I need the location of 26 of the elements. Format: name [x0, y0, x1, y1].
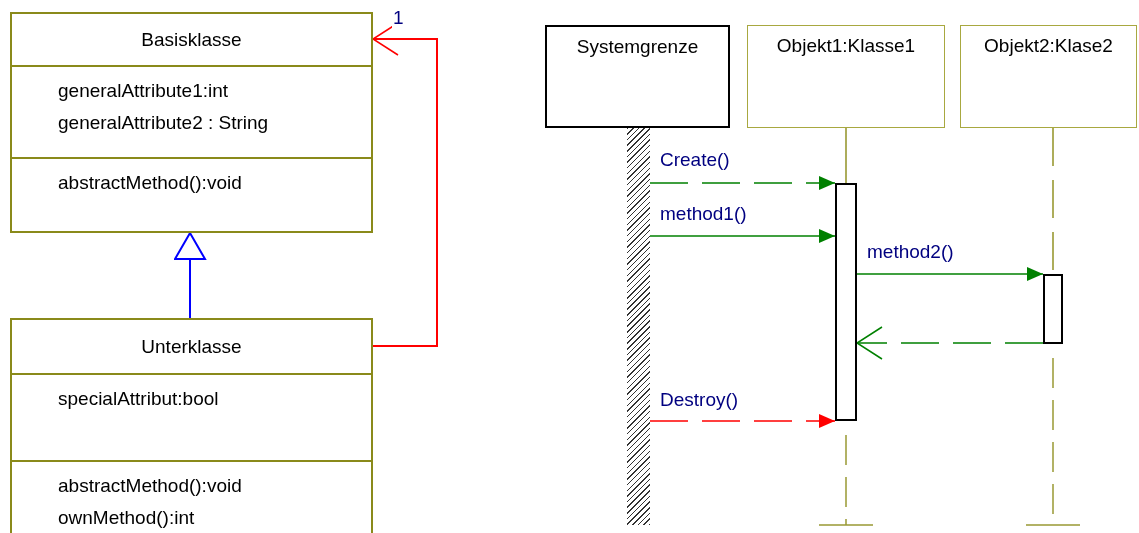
- class-box: [10, 318, 373, 533]
- activation-bar: [835, 183, 857, 421]
- method-text: abstractMethod():void: [58, 474, 242, 498]
- object-box: [960, 25, 1137, 128]
- attribute-text: specialAttribut:bool: [58, 387, 219, 411]
- message-arrow: [649, 176, 836, 190]
- class-name: Unterklasse: [141, 334, 242, 359]
- object-box: [545, 25, 730, 128]
- method-text: ownMethod():int: [58, 506, 195, 530]
- message-arrow: [649, 229, 836, 243]
- class-name: Basisklasse: [141, 27, 242, 52]
- object-name: Objekt2:Klase2: [984, 34, 1113, 58]
- message-arrow: [856, 267, 1044, 281]
- message-arrow: [649, 414, 836, 428]
- class-box: [10, 12, 373, 233]
- method-text: abstractMethod():void: [58, 171, 242, 195]
- system-boundary-bar: [627, 128, 650, 525]
- activation-bar: [1043, 274, 1063, 344]
- object-name: Objekt1:Klasse1: [776, 34, 916, 58]
- attribute-text: generalAttribute1:int: [58, 79, 229, 103]
- message-arrow: [856, 326, 1044, 360]
- attribute-text: generalAttribute2 : String: [58, 111, 269, 135]
- lifeline: [845, 127, 847, 184]
- generalization-arrow: [174, 232, 206, 319]
- object-name: Systemgrenze: [576, 35, 699, 59]
- object-box: [747, 25, 945, 128]
